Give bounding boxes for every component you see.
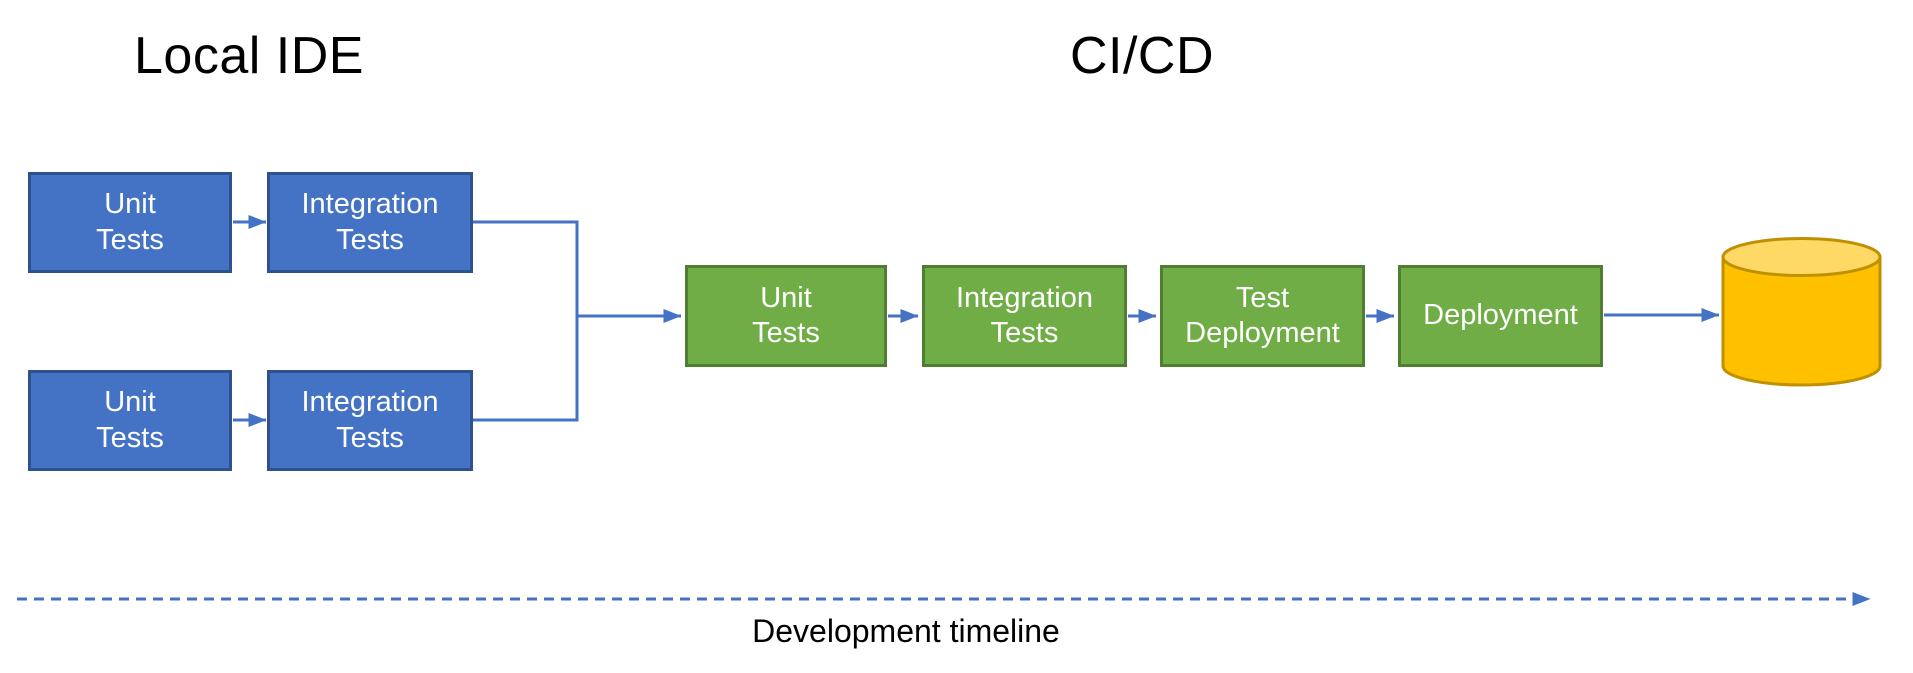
node-cicd-test-deployment: Test Deployment xyxy=(1160,265,1365,367)
timeline-label: Development timeline xyxy=(752,613,1060,649)
node-label: Unit Tests xyxy=(752,281,820,349)
node-label: Integration Tests xyxy=(301,188,439,256)
node-cicd-deployment: Deployment xyxy=(1398,265,1603,367)
node-label: Integration Tests xyxy=(955,281,1094,349)
section-title-cicd: CI/CD xyxy=(1069,27,1215,85)
node-local-unit-tests-1: Unit Tests xyxy=(28,172,232,273)
node-local-unit-tests-2: Unit Tests xyxy=(28,370,232,471)
node-label: Integration Tests xyxy=(301,386,439,454)
node-label: Deployment xyxy=(1423,299,1578,332)
database-icon xyxy=(1721,237,1882,387)
node-local-integration-tests-1: Integration Tests xyxy=(267,172,473,273)
node-label: Unit Tests xyxy=(96,188,164,256)
node-label: Unit Tests xyxy=(96,386,164,454)
elbow-merge-connector xyxy=(473,220,579,422)
node-label: Test Deployment xyxy=(1185,281,1340,349)
node-cicd-unit-tests: Unit Tests xyxy=(685,265,887,367)
section-title-local-ide: Local IDE xyxy=(134,27,364,85)
node-cicd-integration-tests: Integration Tests xyxy=(922,265,1127,367)
node-local-integration-tests-2: Integration Tests xyxy=(267,370,473,471)
